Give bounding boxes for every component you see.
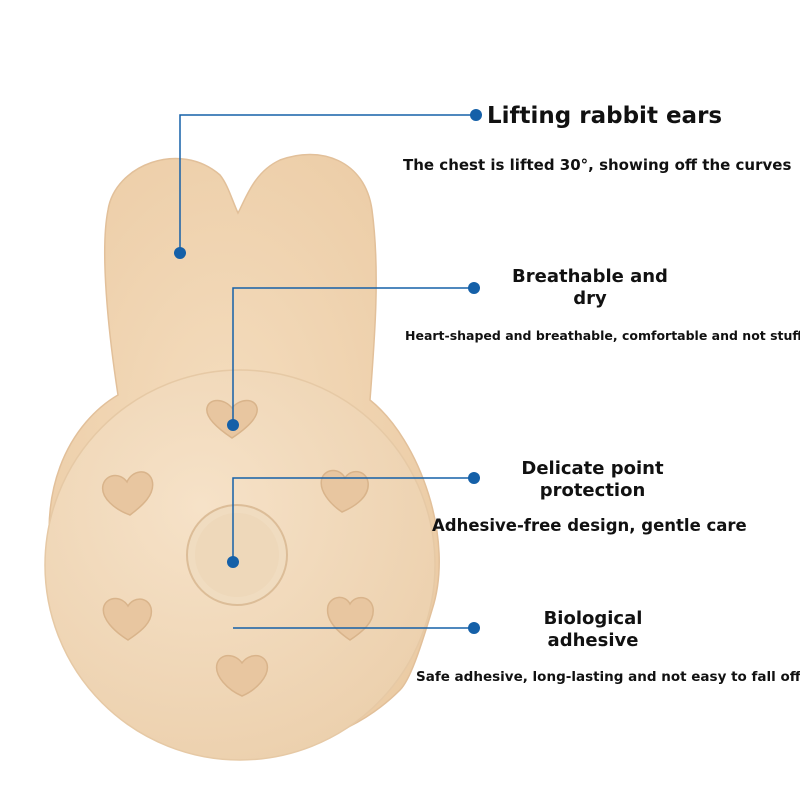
callout-dot — [468, 282, 480, 294]
callout-line-3 — [232, 477, 474, 562]
callout-dot — [468, 472, 480, 484]
callout-line-1 — [179, 114, 476, 253]
heart-vent-icon — [101, 471, 154, 516]
callout-title-breathable: Breathable and dry — [512, 266, 668, 309]
callout-dot — [227, 556, 239, 568]
callout-desc-lifting-rabbit-ears: The chest is lifted 30°, showing off the… — [403, 156, 792, 174]
callout-desc-biological-adhesive: Safe adhesive, long-lasting and not easy… — [416, 669, 800, 685]
callout-desc-breathable: Heart-shaped and breathable, comfortable… — [405, 328, 800, 343]
callout-dot — [470, 109, 482, 121]
callout-title-biological-adhesive: Biological adhesive — [543, 608, 643, 651]
heart-vent-icon — [102, 597, 153, 641]
callout-title-point-protection: Delicate point protection — [521, 458, 664, 501]
callout-title-lifting-rabbit-ears: Lifting rabbit ears — [487, 103, 723, 129]
heart-vent-icon — [326, 596, 374, 641]
heart-vent-icon — [215, 654, 269, 697]
callout-desc-point-protection: Adhesive-free design, gentle care — [432, 516, 747, 535]
callout-dot — [174, 247, 186, 259]
callout-dot — [227, 419, 239, 431]
callout-dot — [468, 622, 480, 634]
callout-line-2 — [232, 287, 474, 425]
